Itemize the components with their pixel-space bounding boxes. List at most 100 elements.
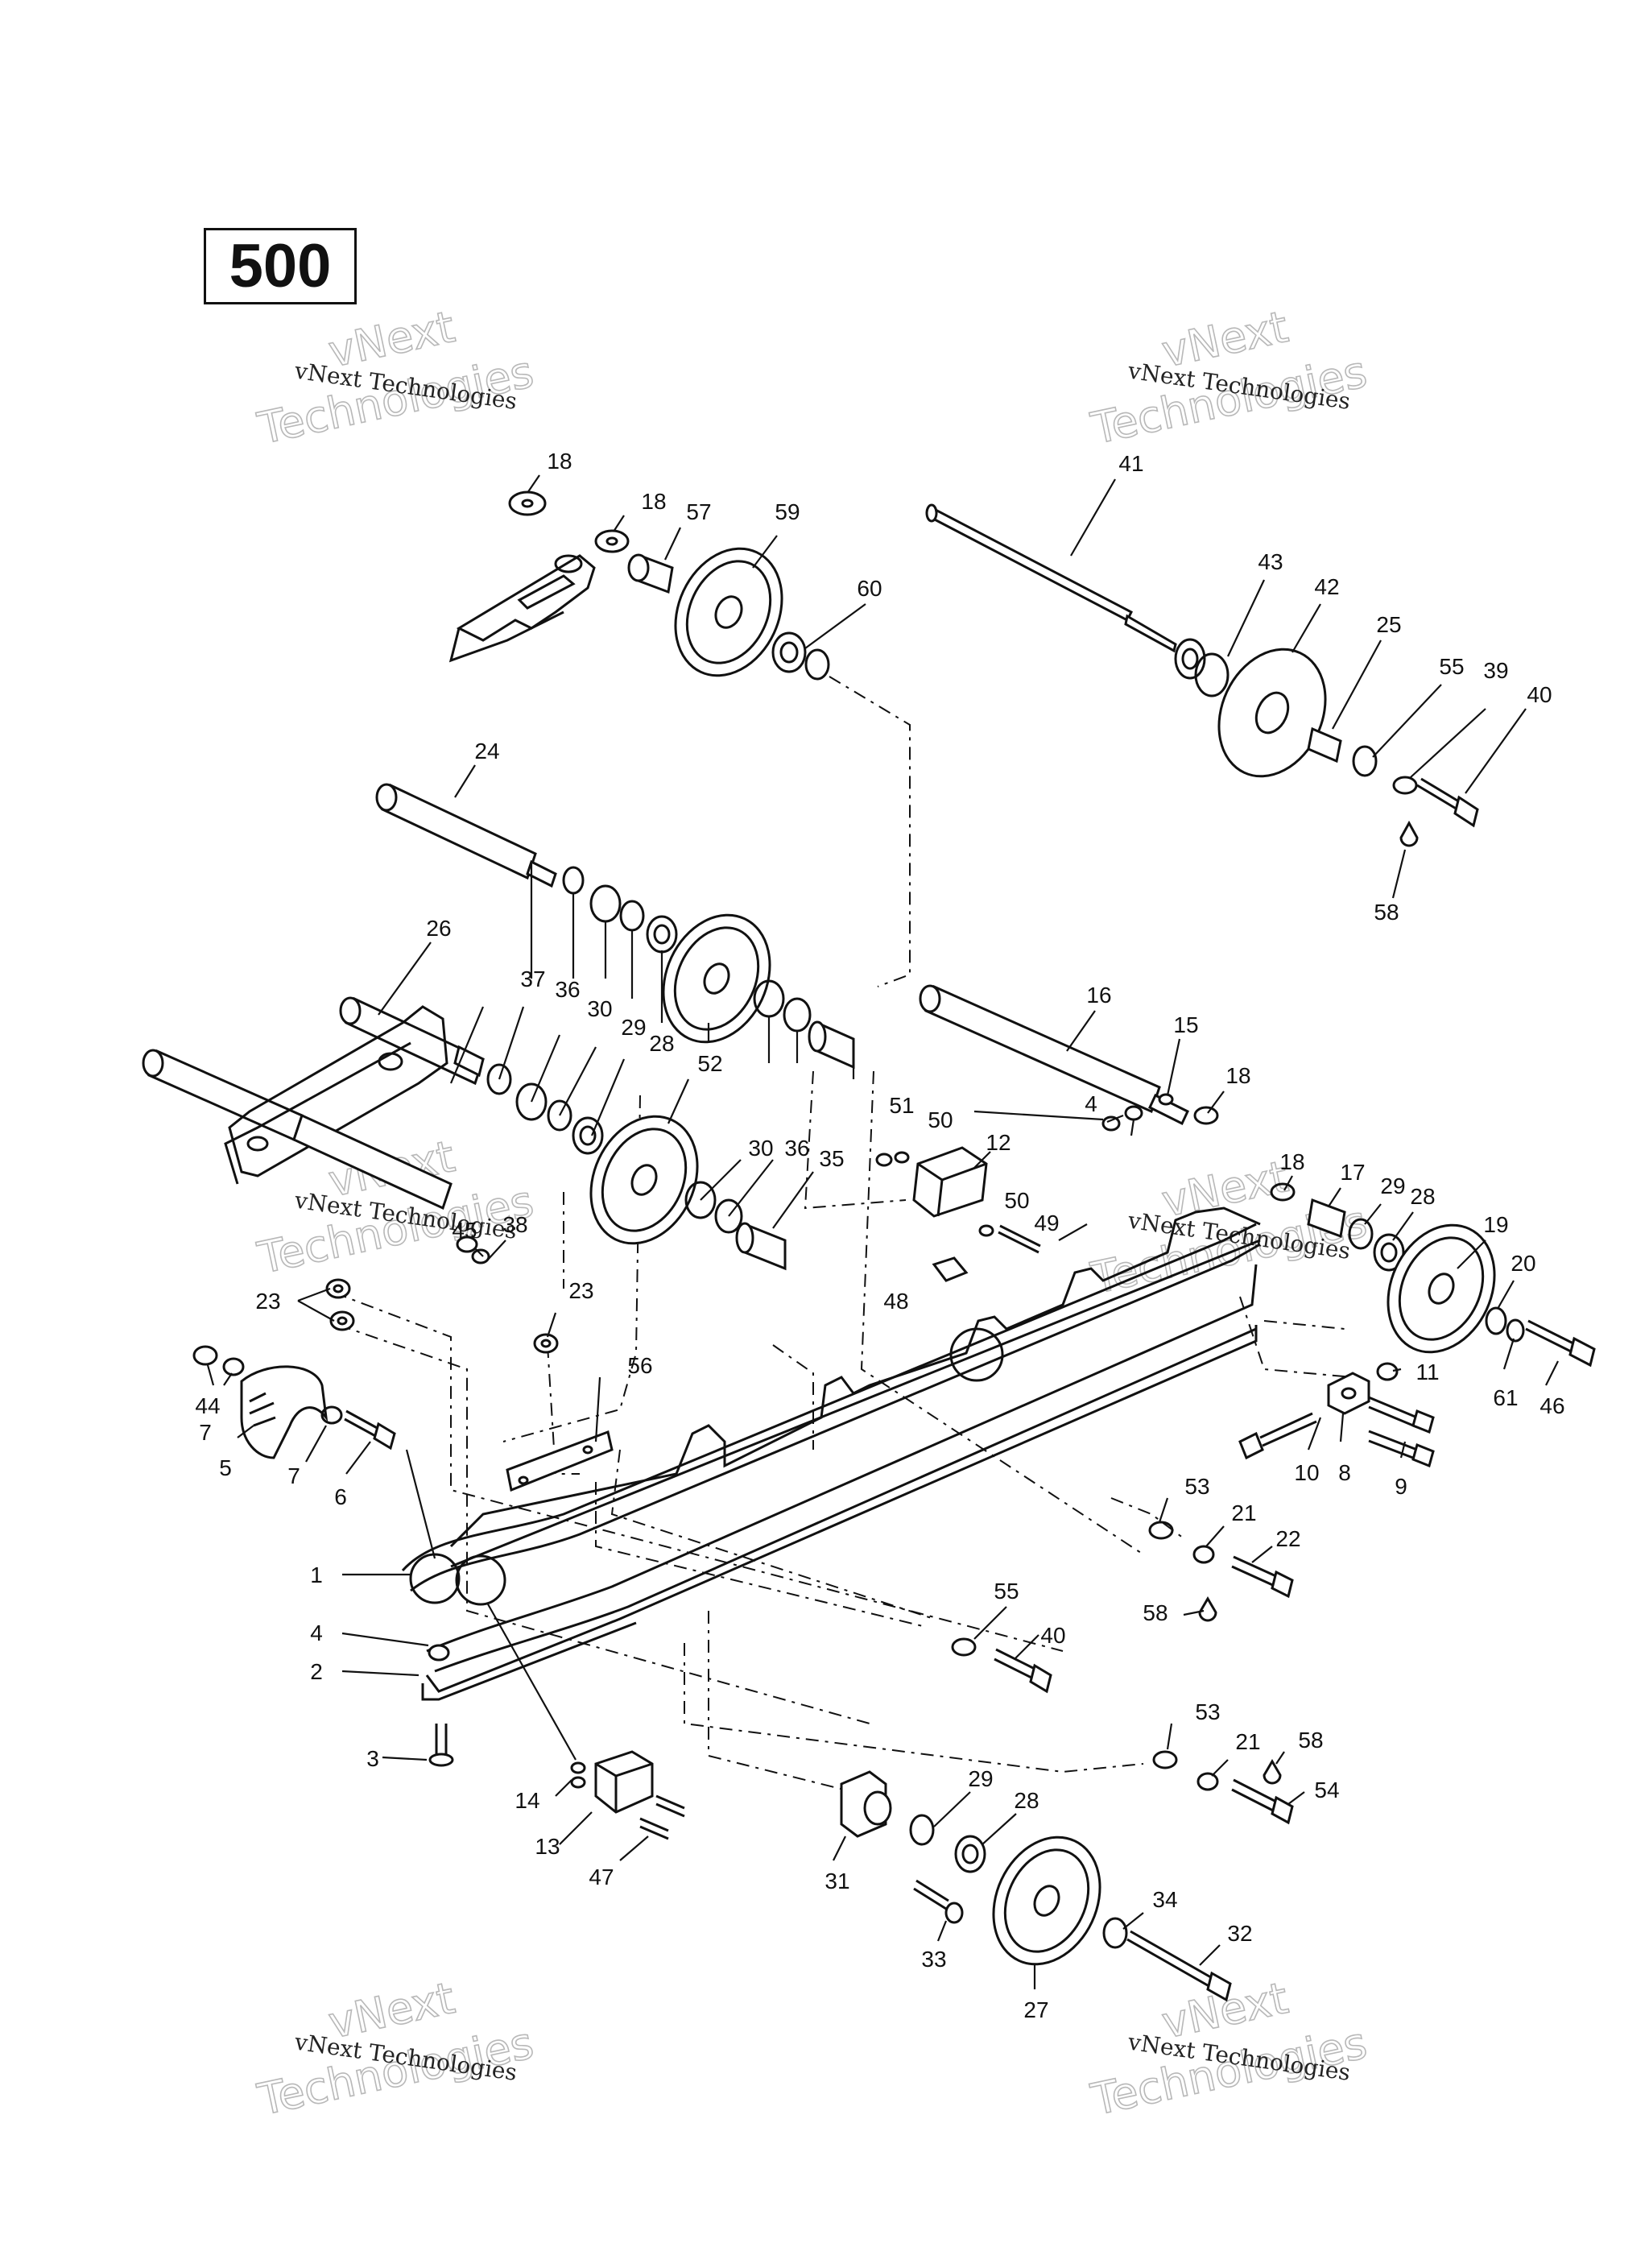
callout-3: 3 — [366, 1746, 379, 1771]
callout-49: 49 — [1034, 1211, 1059, 1235]
stack-37-36-30-29-28-lower — [453, 1045, 604, 1155]
washer-55-top — [1352, 745, 1378, 777]
callout-27: 27 — [1023, 1997, 1048, 2022]
callout-9: 9 — [1395, 1474, 1407, 1499]
shaft-24 — [375, 783, 557, 888]
callout-40: 40 — [1040, 1623, 1065, 1648]
stack-30-36-35-lower — [684, 1181, 787, 1271]
bumper-5 — [240, 1365, 329, 1459]
callout-29: 29 — [621, 1015, 646, 1040]
washer-53a-21a-bolt-22 — [1148, 1521, 1294, 1622]
swing-arm-26 — [142, 996, 485, 1211]
washer-34 — [1102, 1917, 1128, 1949]
callout-28: 28 — [649, 1031, 674, 1056]
nuts-14 — [570, 1761, 586, 1789]
callout-37: 37 — [520, 966, 545, 991]
nuts-23 — [325, 1278, 559, 1354]
callout-60: 60 — [857, 576, 882, 601]
callout-52: 52 — [697, 1051, 722, 1076]
upper-left-bracket — [448, 554, 596, 663]
callout-45: 45 — [452, 1218, 477, 1243]
spacer-57 — [627, 553, 674, 594]
spacer-17 — [1307, 1198, 1346, 1239]
callout-13: 13 — [535, 1834, 560, 1859]
callout-19: 19 — [1483, 1212, 1508, 1237]
callout-23: 23 — [568, 1278, 593, 1303]
callout-25: 25 — [1376, 612, 1401, 637]
callout-30: 30 — [748, 1136, 773, 1161]
pad-48 — [932, 1256, 969, 1282]
callout-15: 15 — [1173, 1012, 1198, 1037]
ring-29-right — [1348, 1218, 1374, 1250]
block-13 — [594, 1750, 654, 1814]
callout-16: 16 — [1086, 983, 1111, 1008]
callout-40: 40 — [1527, 682, 1552, 707]
bolt-46 — [1525, 1319, 1596, 1368]
washer-38 — [471, 1248, 490, 1264]
callout-29: 29 — [968, 1766, 993, 1791]
nut-11 — [1376, 1362, 1399, 1381]
callout-51: 51 — [889, 1093, 914, 1118]
callout-4: 4 — [1085, 1091, 1097, 1116]
callout-18: 18 — [1225, 1063, 1250, 1088]
callout-21: 21 — [1231, 1500, 1256, 1525]
bearing-43 — [1174, 638, 1230, 697]
callout-38: 38 — [502, 1212, 527, 1237]
leader-lines — [206, 474, 1559, 1989]
bearing-60 — [771, 631, 830, 681]
detail-circles — [409, 1327, 1004, 1606]
callout-6: 6 — [334, 1484, 347, 1509]
page-number-box: 500 — [204, 228, 357, 304]
ring-29-lower — [909, 1814, 935, 1846]
callout-57: 57 — [686, 499, 711, 524]
bracket-8 — [1327, 1372, 1370, 1415]
callout-21: 21 — [1235, 1729, 1260, 1754]
callout-17: 17 — [1340, 1160, 1365, 1185]
callout-47: 47 — [589, 1864, 614, 1889]
drop-58-top — [1399, 820, 1419, 847]
callout-50: 50 — [1004, 1188, 1029, 1213]
callout-41: 41 — [1118, 451, 1143, 476]
washers-20-61 — [1485, 1306, 1525, 1343]
callout-18: 18 — [1279, 1149, 1304, 1174]
nut-45 — [456, 1235, 478, 1253]
nut-44-washer-7 — [192, 1345, 245, 1376]
callout-11: 11 — [1415, 1360, 1439, 1384]
callout-55: 55 — [1439, 654, 1464, 679]
callout-36: 36 — [555, 977, 580, 1002]
shaft-16 — [919, 984, 1189, 1126]
callout-31: 31 — [824, 1869, 849, 1893]
callout-59: 59 — [775, 499, 800, 524]
callout-36: 36 — [784, 1136, 809, 1161]
washer-7-bolt-6 — [320, 1405, 396, 1451]
bolts-9 — [1368, 1396, 1435, 1468]
callout-7: 7 — [287, 1463, 300, 1488]
callout-43: 43 — [1258, 549, 1283, 574]
callout-54: 54 — [1314, 1778, 1339, 1802]
callout-58: 58 — [1298, 1728, 1323, 1753]
wheel-52-upper — [662, 913, 771, 1044]
washer-18-right-b — [1270, 1182, 1296, 1202]
callout-10: 10 — [1294, 1460, 1319, 1485]
bearing-28-lower — [954, 1835, 986, 1873]
wheel-59 — [674, 547, 783, 677]
callout-12: 12 — [986, 1130, 1010, 1155]
front-bracket-56 — [506, 1430, 614, 1492]
callout-22: 22 — [1275, 1526, 1300, 1551]
callout-58: 58 — [1374, 900, 1399, 925]
callout-1: 1 — [310, 1562, 323, 1587]
callout-4: 4 — [310, 1620, 323, 1645]
washer-55-bolt-40-lower — [951, 1637, 1052, 1694]
callout-32: 32 — [1227, 1921, 1252, 1946]
bolt-32 — [1126, 1930, 1232, 2002]
nuts-51-50 — [875, 1151, 910, 1167]
callouts: 18 18 57 59 60 41 43 42 25 55 39 40 58 2… — [195, 449, 1564, 2022]
callout-55: 55 — [994, 1579, 1019, 1604]
callout-14: 14 — [515, 1788, 539, 1813]
callout-18: 18 — [547, 449, 572, 474]
callout-50: 50 — [928, 1107, 953, 1132]
screw-3 — [428, 1724, 454, 1767]
callout-24: 24 — [474, 739, 499, 764]
